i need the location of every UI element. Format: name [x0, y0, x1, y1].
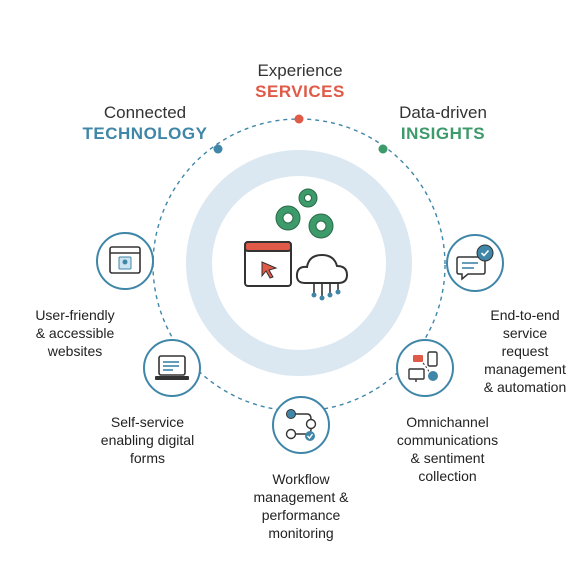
label-omnichannel-line1: Omnichannel [406, 414, 489, 430]
form-laptop-icon [155, 355, 189, 380]
node-forms [143, 339, 201, 397]
label-workflow-line4: monitoring [268, 525, 334, 541]
gears-icon [275, 188, 334, 239]
label-request: End-to-end service request management & … [470, 306, 580, 396]
label-request-line1: End-to-end [490, 307, 560, 323]
heading-insights: Data-driven INSIGHTS [368, 103, 518, 145]
omnichannel-icon [408, 351, 438, 382]
workflow-icon [285, 409, 317, 441]
label-forms: Self-service enabling digital forms [85, 413, 210, 467]
label-workflow-line3: performance [261, 507, 341, 523]
label-request-line4: management [484, 361, 566, 377]
label-forms-line2: enabling digital [100, 432, 195, 448]
label-workflow: Workflow management & performance monito… [237, 470, 365, 542]
dot-technology [213, 144, 223, 154]
heading-insights-line1: Data-driven [399, 103, 487, 122]
label-websites-line3: websites [47, 343, 103, 359]
cloud-icon [295, 253, 349, 284]
label-omnichannel: Omnichannel communications & sentiment c… [385, 413, 510, 485]
dot-insights [378, 144, 388, 154]
label-websites-line1: User-friendly [35, 307, 115, 323]
node-workflow [272, 396, 330, 454]
label-request-line2: service [502, 325, 548, 341]
label-omnichannel-line3: & sentiment [410, 450, 485, 466]
central-illustration [244, 188, 349, 301]
heading-services: Experience SERVICES [225, 61, 375, 103]
chat-gear-icon [456, 244, 494, 281]
heading-services-line1: Experience [257, 61, 343, 80]
browser-profile-icon [109, 246, 141, 274]
heading-technology-line2: TECHNOLOGY [82, 124, 208, 143]
label-workflow-line2: management & [253, 489, 349, 505]
label-websites-line2: & accessible [35, 325, 115, 341]
label-omnichannel-line4: collection [418, 468, 477, 484]
label-request-line3: request [501, 343, 549, 359]
label-websites: User-friendly & accessible websites [20, 306, 130, 360]
cursor-icon [261, 261, 278, 279]
inner-thick-ring [186, 150, 412, 376]
heading-insights-line2: INSIGHTS [400, 124, 486, 143]
label-forms-line3: forms [130, 450, 165, 466]
dot-services [294, 114, 304, 124]
label-forms-line1: Self-service [110, 414, 185, 430]
label-omnichannel-line2: communications [396, 432, 499, 448]
heading-services-line2: SERVICES [255, 82, 345, 101]
node-omnichannel [396, 339, 454, 397]
cloud-connectors [313, 283, 339, 296]
heading-technology: Connected TECHNOLOGY [70, 103, 220, 145]
node-websites [96, 232, 154, 290]
label-request-line5: & automation [483, 379, 567, 395]
node-request [446, 234, 504, 292]
heading-technology-line1: Connected [103, 103, 187, 122]
label-workflow-line1: Workflow [272, 471, 330, 487]
